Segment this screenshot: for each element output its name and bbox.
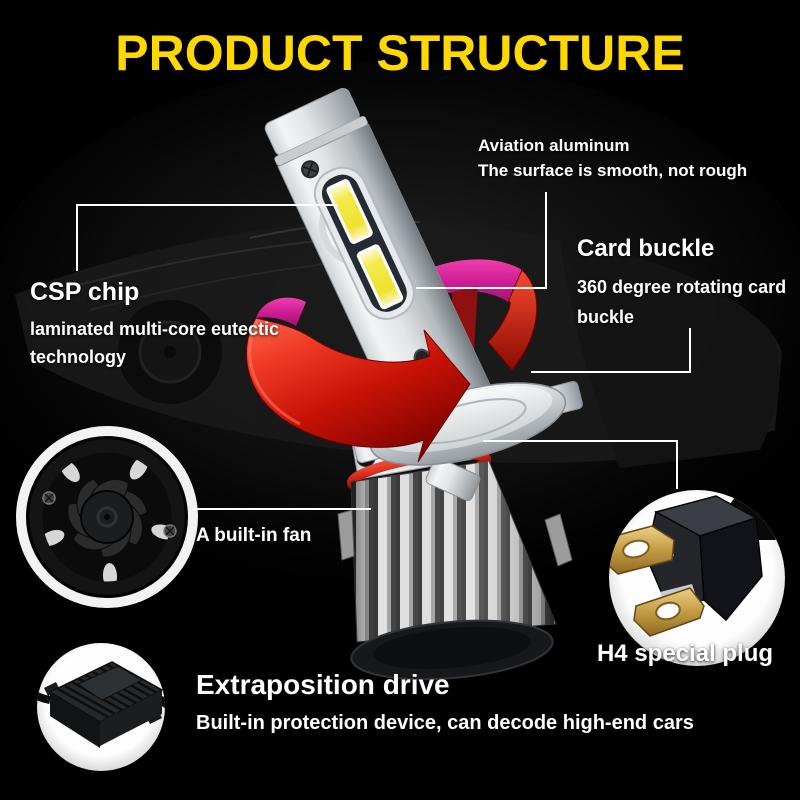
driver-inset bbox=[37, 643, 165, 771]
rotation-arrowhead bbox=[245, 317, 471, 463]
csp-chip-description: laminated multi-core eutectic technology bbox=[30, 319, 280, 367]
fan-circle-ring bbox=[16, 426, 198, 608]
callout-extraposition-drive: Extraposition drive Built-in protection … bbox=[196, 669, 694, 736]
driver-box bbox=[37, 661, 165, 748]
callout-card-buckle: Card buckle 360 degree rotating card buc… bbox=[577, 235, 800, 332]
callout-aviation-aluminum: Aviation aluminum The surface is smooth,… bbox=[478, 133, 747, 183]
csp-chip-title: CSP chip bbox=[30, 278, 140, 306]
page-title: PRODUCT STRUCTURE bbox=[115, 25, 685, 81]
heat-sink bbox=[337, 407, 573, 681]
callout-csp-chip: CSP chip laminated multi-core eutectic t… bbox=[30, 278, 310, 371]
aviation-aluminum-description: The surface is smooth, not rough bbox=[478, 161, 748, 180]
car-silhouette-background bbox=[15, 216, 782, 468]
aviation-callout-line bbox=[416, 192, 547, 289]
card-buckle-title: Card buckle bbox=[577, 235, 715, 262]
rotation-arrow-left-ribbon bbox=[245, 297, 471, 463]
csp-led-chip-top bbox=[326, 179, 373, 244]
card-buckle-description: 360 degree rotating card buckle bbox=[577, 277, 787, 327]
card-buckle-callout-line bbox=[531, 328, 691, 373]
csp-chip-callout-line bbox=[76, 204, 338, 271]
plug-callout-line bbox=[483, 440, 678, 489]
callout-h4-special-plug: H4 special plug bbox=[596, 640, 774, 667]
driver-cable-right bbox=[157, 695, 165, 729]
drive-description: Built-in protection device, can decode h… bbox=[196, 712, 694, 734]
callout-lines bbox=[76, 192, 691, 510]
fan-inset bbox=[16, 426, 198, 608]
drive-title: Extraposition drive bbox=[196, 669, 450, 700]
aviation-aluminum-title: Aviation aluminum bbox=[478, 136, 630, 155]
driver-cable-left bbox=[37, 678, 51, 704]
callout-built-in-fan: A built-in fan bbox=[196, 525, 312, 546]
csp-led-chip-bottom bbox=[356, 244, 404, 310]
